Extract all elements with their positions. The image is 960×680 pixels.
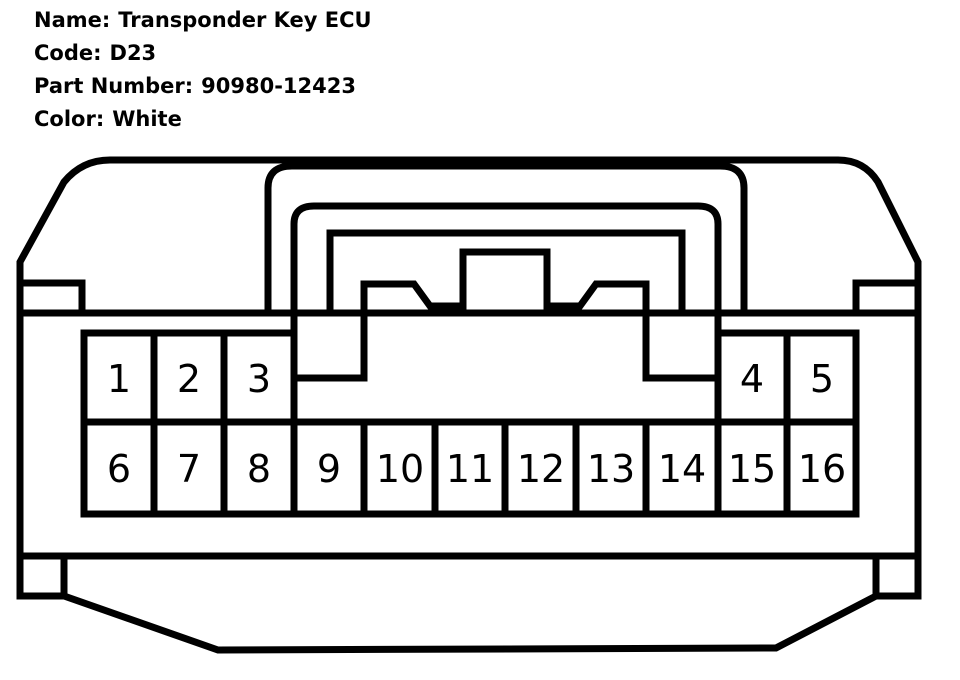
latch-step-left (294, 313, 368, 382)
pin-6: 6 (107, 447, 131, 491)
pin-2: 2 (177, 357, 201, 401)
latch-ramp-right (547, 280, 650, 313)
pin-12: 12 (517, 447, 565, 491)
pin-16: 16 (798, 447, 846, 491)
name-label: Name: (34, 8, 111, 32)
pin-labels: 1 2 3 4 5 6 7 8 9 10 11 12 13 14 15 16 (107, 357, 846, 491)
latch-step-right (642, 313, 718, 382)
part-number-value: 90980-12423 (201, 74, 356, 98)
bottom-cavity-outline (80, 418, 860, 518)
right-foot (872, 552, 918, 596)
pin-9: 9 (317, 447, 341, 491)
latch-ramp-left (360, 280, 463, 313)
latch-lock-block (459, 248, 551, 317)
pin-8: 8 (247, 447, 271, 491)
pin-7: 7 (177, 447, 201, 491)
pin-11: 11 (446, 447, 494, 491)
pin-13: 13 (587, 447, 635, 491)
code-row: Code: D23 (34, 37, 372, 70)
pin-4: 4 (740, 357, 764, 401)
name-row: Name: Transponder Key ECU (34, 4, 372, 37)
connector-info: Name: Transponder Key ECU Code: D23 Part N… (34, 4, 372, 136)
color-value: White (112, 107, 182, 131)
pin-3: 3 (247, 357, 271, 401)
pin-5: 5 (810, 357, 834, 401)
pin-10: 10 (376, 447, 424, 491)
part-number-row: Part Number: 90980-12423 (34, 70, 372, 103)
color-label: Color: (34, 107, 105, 131)
top-right-cavity-group (714, 329, 860, 426)
pin-14: 14 (658, 447, 706, 491)
code-label: Code: (34, 41, 102, 65)
latch-hood-inner (290, 202, 722, 378)
pin-1: 1 (107, 357, 131, 401)
left-foot (20, 552, 68, 596)
bottom-cavity-group (80, 418, 860, 518)
right-side-tab (852, 279, 918, 313)
code-value: D23 (109, 41, 157, 65)
name-value: Transponder Key ECU (118, 8, 372, 32)
latch-window (326, 229, 686, 317)
part-number-label: Part Number: (34, 74, 194, 98)
color-row: Color: White (34, 103, 372, 136)
left-side-tab (20, 279, 86, 313)
latch-hood-outer (264, 162, 748, 313)
pin-15: 15 (728, 447, 776, 491)
